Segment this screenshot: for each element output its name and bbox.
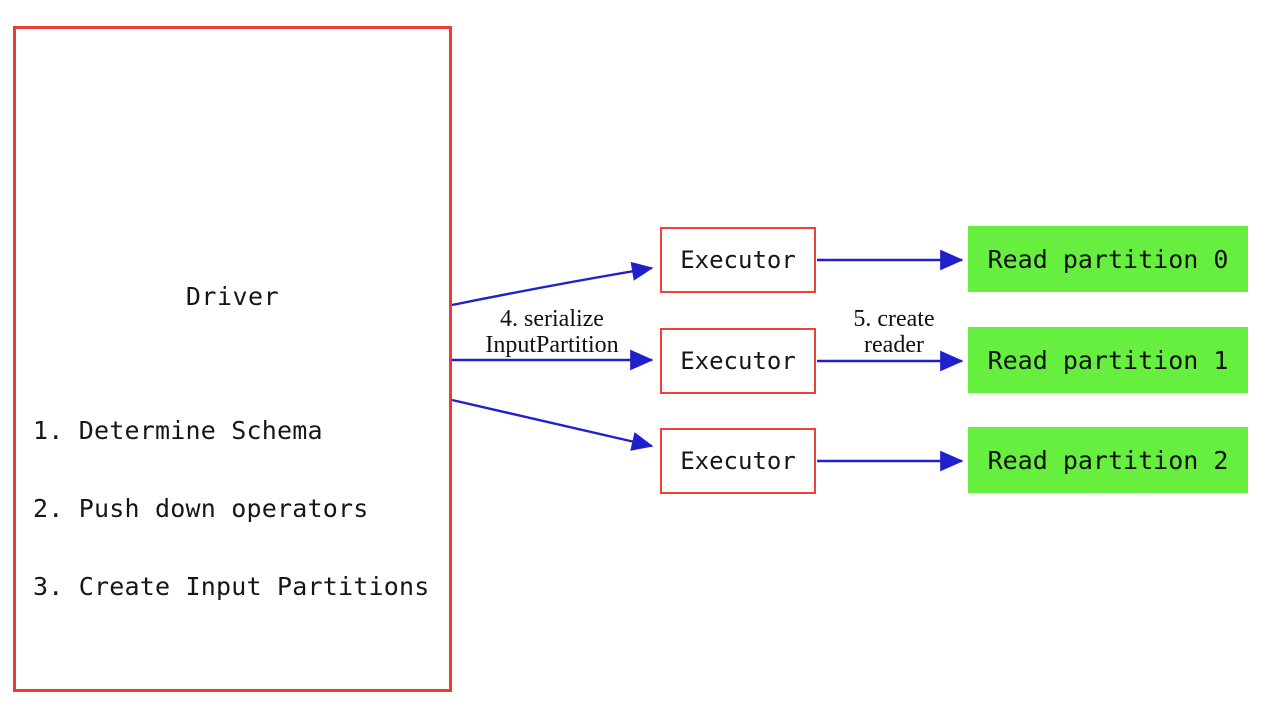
edge-label-create-reader-line-2: reader [864, 332, 924, 358]
driver-step-3: 3. Create Input Partitions [33, 572, 430, 601]
read-partition-box-2: Read partition 2 [968, 427, 1248, 493]
driver-title: Driver [185, 282, 280, 311]
read-partition-label-1: Read partition 1 [987, 345, 1229, 375]
edge-label-serialize-line-1: 4. serialize [500, 306, 604, 332]
edge-label-create-reader: 5. create reader [828, 306, 960, 358]
arrow-driver-to-executor-1 [451, 261, 654, 307]
executor-label-1: Executor [680, 246, 796, 274]
executor-box-2: Executor [660, 328, 816, 394]
driver-step-1: 1. Determine Schema [33, 416, 323, 445]
driver-step-2: 2. Push down operators [33, 494, 369, 523]
arrow-driver-to-executor-3 [451, 398, 654, 451]
edge-label-serialize-line-2: InputPartition [485, 332, 619, 358]
read-partition-label-2: Read partition 2 [987, 445, 1229, 475]
read-partition-box-1: Read partition 1 [968, 327, 1248, 393]
edge-label-serialize: 4. serialize InputPartition [466, 306, 638, 358]
executor-label-3: Executor [680, 447, 796, 475]
read-partition-box-0: Read partition 0 [968, 226, 1248, 292]
driver-box: Driver 1. Determine Schema 2. Push down … [13, 26, 452, 692]
edge-label-create-reader-line-1: 5. create [853, 306, 935, 332]
executor-box-1: Executor [660, 227, 816, 293]
executor-box-3: Executor [660, 428, 816, 494]
executor-label-2: Executor [680, 347, 796, 375]
driver-steps-list: 1. Determine Schema 2. Push down operato… [33, 366, 430, 652]
read-partition-label-0: Read partition 0 [987, 244, 1229, 274]
